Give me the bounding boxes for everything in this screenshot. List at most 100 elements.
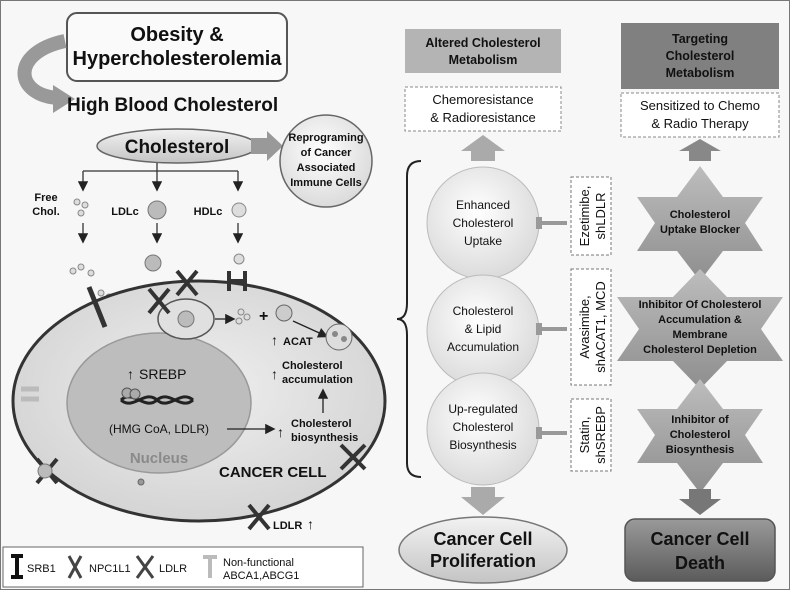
dna-icon [119,387,195,405]
ldlr-up: ↑ [307,516,314,532]
acat-up: ↑ [271,332,278,348]
npc1l1-icon [67,555,83,579]
free-chol-line1: Free [34,192,57,204]
reprogram-arrow [251,131,283,161]
reprogram-line2: of Cancer [301,147,352,159]
star-accumulation-inhibitor [617,269,783,389]
down-arrow-right [679,489,721,515]
star-2-line4: Cholesterol Depletion [643,344,757,356]
sensitized-box [620,92,780,138]
ldlc-particle [147,200,167,220]
obesity-line1: Obesity & [130,24,223,46]
high-blood-cholesterol: High Blood Cholesterol [67,95,278,116]
chemoresistance-box [404,86,562,132]
proliferation-oval [398,516,568,584]
drug-2-line2: shACAT1, MCD [593,281,608,373]
hdlc-particle [231,202,247,218]
altered-header-2: Metabolism [449,53,518,67]
drug-1-line1: Ezetimibe, [577,186,592,247]
curved-arrow-head [53,85,75,113]
srebp-arrow: ↑ [127,366,134,382]
drug-3-line1: Statin, [577,417,592,454]
plus-sign: + [259,308,268,325]
bio-up: ↑ [277,424,284,440]
free-chol-particles [73,198,89,217]
sensitized-1: Sensitized to Chemo [640,98,760,113]
acat-particle [275,304,293,322]
sensitized-2: & Radio Therapy [651,116,749,131]
cancer-cell-label: CANCER CELL [219,464,327,481]
ldlr-icon [135,555,155,579]
hmg-label: (HMG CoA, LDLR) [109,422,209,436]
down-arrow-middle [461,487,505,515]
obesity-box [66,12,288,82]
star-2-line3: Membrane [672,329,727,341]
star-3-line2: Cholesterol [670,429,731,441]
cell-death-1: Cancer Cell [650,529,749,549]
free-chol-line2: Chol. [32,206,60,218]
srb1-icon [11,554,23,579]
acat-label: ACAT [283,336,313,348]
proliferation-1: Cancer Cell [433,529,532,549]
up-arrow-right [679,139,721,161]
legend-npc1l1: NPC1L1 [89,563,131,575]
star-3-line1: Inhibitor of [671,414,729,426]
lipid-droplet [325,323,353,351]
curved-arrow [17,34,67,105]
legend-box [2,546,364,588]
circle-accum-1: Cholesterol [453,304,514,318]
nucleus-label: Nucleus [130,450,188,467]
ldlr-bottom-label: LDLR [273,520,302,532]
cholesterol-label: Cholesterol [125,137,230,158]
bio-line2: biosynthesis [291,432,358,444]
inhibitor-lines [536,217,567,439]
legend-ldlr: LDLR [159,563,187,575]
star-1-line1: Cholesterol [670,209,731,221]
circle-bio-3: Biosynthesis [449,438,516,452]
ldlc-particle-2 [144,254,162,272]
nonfunc-icon [203,555,217,578]
bracket [396,160,422,478]
obesity-line2: Hypercholesterolemia [73,48,283,70]
drug-3-line2: shSREBP [593,406,608,464]
hdlc-particle-2 [233,253,245,265]
accum-line1: Cholesterol [282,360,343,372]
star-uptake-blocker [637,166,763,281]
star-biosynthesis-inhibitor [637,379,763,493]
cell-death-box [624,518,776,582]
circle-bio-1: Up-regulated [448,402,517,416]
targeting-1: Targeting [672,32,728,46]
ldlc-label: LDLc [111,206,139,218]
accum-up: ↑ [271,366,278,382]
targeting-3: Metabolism [666,66,735,80]
drug-box-2 [570,268,612,386]
targeting-header [621,23,779,89]
circle-uptake-2: Cholesterol [453,216,514,230]
cholesterol-particles [235,308,251,325]
drug-1-line2: shLDLR [593,193,608,240]
star-2-line2: Accumulation & [658,314,742,326]
altered-header [405,29,561,73]
proliferation-2: Proliferation [430,551,536,571]
circle-bio-2: Cholesterol [453,420,514,434]
legend-srb1: SRB1 [27,563,56,575]
circle-accum-2: & Lipid [465,322,502,336]
srebp-label: SREBP [139,366,186,382]
circle-uptake-3: Uptake [464,234,502,248]
drug-box-3 [570,398,612,472]
drug-2-line1: Avasimibe, [577,295,592,358]
circle-uptake-1: Enhanced [456,198,510,212]
circle-accum-3: Accumulation [447,340,519,354]
star-3-line3: Biosynthesis [666,444,734,456]
legend-nonfunc-2: ABCA1,ABCG1 [223,570,299,582]
hdlc-label: HDLc [194,206,223,218]
reprogram-circle [279,114,373,208]
reprogram-line4: Immune Cells [290,177,362,189]
drug-box-1 [570,176,612,256]
bio-line1: Cholesterol [291,418,352,430]
cell-death-2: Death [675,553,725,573]
reprogram-line1: Reprograming [288,132,363,144]
receptors [21,269,367,531]
